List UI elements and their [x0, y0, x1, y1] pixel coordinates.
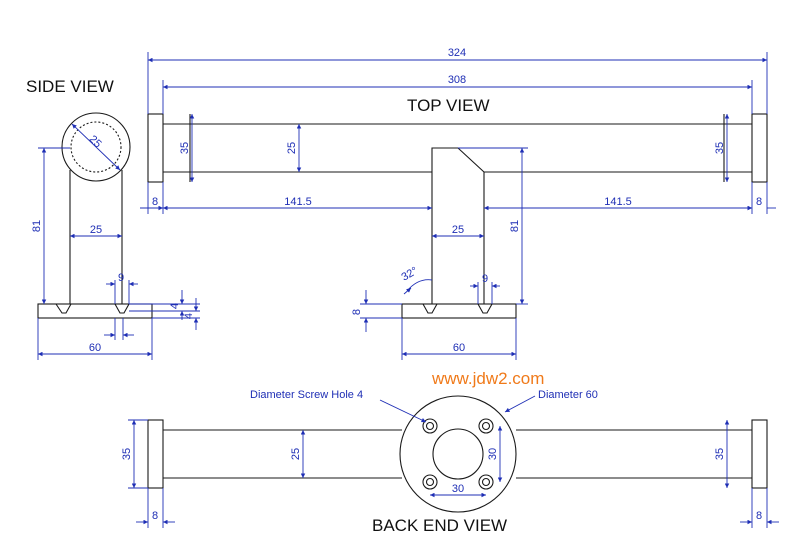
top-post-head — [431, 147, 485, 173]
dim-back-hole-spacing-h: 30 — [452, 483, 464, 495]
back-post-circle — [432, 428, 484, 480]
side-screw-holes — [55, 303, 130, 314]
dim-back-end-height-right: 35 — [714, 448, 726, 460]
back-screw-holes — [422, 418, 494, 490]
top-screw-holes — [422, 303, 493, 314]
dim-bar-length: 308 — [448, 74, 466, 86]
dim-end-height-left: 35 — [179, 142, 191, 154]
dim-post-width: 25 — [452, 224, 464, 236]
back-end-view: 35 25 30 30 35 8 8 — [121, 395, 779, 528]
top-post-sides — [431, 172, 485, 284]
dim-back-end-width-right: 8 — [756, 510, 762, 522]
side-view-title: SIDE VIEW — [26, 77, 114, 96]
top-view-title: TOP VIEW — [407, 96, 490, 115]
dim-left-offset: 141.5 — [284, 196, 312, 208]
dim-side-base-step-1: 4 — [169, 303, 181, 309]
back-end-view-title: BACK END VIEW — [372, 516, 507, 535]
dim-end-width-right: 8 — [756, 196, 762, 208]
dim-hole-spacing: 9 — [482, 273, 488, 285]
side-bar-outer-circle — [61, 112, 131, 182]
base-diameter-leader — [504, 395, 536, 413]
dim-overall-length: 324 — [448, 47, 466, 59]
dim-angle: 32° — [400, 265, 420, 284]
top-bar-outline — [163, 123, 752, 173]
dim-back-end-width-left: 8 — [152, 510, 158, 522]
watermark-text: www.jdw2.com — [431, 369, 544, 388]
dim-side-post-height: 81 — [31, 220, 43, 232]
back-base-circle — [399, 395, 517, 513]
dim-base-thickness: 8 — [351, 309, 363, 315]
dim-right-offset: 141.5 — [604, 196, 632, 208]
dim-back-bar-diameter: 25 — [290, 448, 302, 460]
angle-arc — [406, 279, 433, 292]
dim-side-base-step-2: 4 — [183, 313, 195, 319]
back-bar-outline — [163, 429, 752, 479]
side-post — [69, 170, 123, 284]
dim-side-bar-diameter: 25 — [87, 133, 104, 150]
top-left-end-cap — [147, 113, 164, 183]
dim-back-end-height-left: 35 — [121, 448, 133, 460]
dim-side-post-width: 25 — [90, 224, 102, 236]
dim-end-width-left: 8 — [152, 196, 158, 208]
back-right-end-cap — [751, 419, 768, 489]
dim-side-hole-spacing: 9 — [118, 272, 124, 284]
side-bar-inner-circle — [70, 121, 122, 173]
dim-post-height: 81 — [509, 220, 521, 232]
dim-back-hole-spacing-v: 30 — [487, 448, 499, 460]
dim-end-height-right: 35 — [714, 142, 726, 154]
side-view: 25 81 25 9 4 4 60 — [31, 112, 200, 360]
top-view: 324 308 35 25 35 8 141.5 141.5 8 25 — [140, 47, 776, 360]
dim-bar-diameter: 25 — [286, 142, 298, 154]
dim-side-base-width: 60 — [89, 342, 101, 354]
top-right-end-cap — [751, 113, 768, 183]
top-base-plate — [401, 303, 517, 319]
back-left-end-cap — [147, 419, 164, 489]
dim-base-width: 60 — [453, 342, 465, 354]
screw-hole-leader — [379, 399, 427, 423]
base-diameter-note: Diameter 60 — [538, 389, 598, 401]
screw-hole-note: Diameter Screw Hole 4 — [250, 389, 363, 401]
